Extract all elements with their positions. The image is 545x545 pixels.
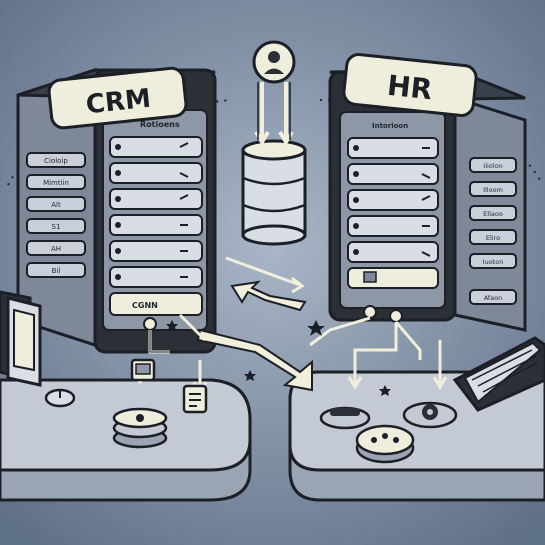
crm-server: CRM Rotioens CGNN [16,66,217,354]
hr-side-label: Eliro [486,234,500,242]
monitor-icon [0,290,42,387]
crm-drive-bays [109,136,203,316]
crm-side-label: Cioloip [44,157,68,165]
button-disc-icon [355,424,415,464]
keyboard-icon [452,336,545,412]
small-server-icon [130,358,156,382]
hr-side-label: Illoom [483,186,503,194]
crm-side-label: Alt [51,201,61,209]
settings-disc-icon [402,401,458,429]
crm-title-plate [47,66,188,130]
hr-side-label: Afaon [484,294,503,302]
hr-title: HR [386,69,434,107]
hr-drive-bays [347,137,439,289]
crm-side-label: Mimtiin [43,179,69,187]
mouse-icon [44,388,76,408]
hr-title-plate [342,53,478,117]
crm-side-label: AH [51,245,61,253]
crm-side-label: Bil [52,267,61,275]
crm-side-label: S1 [52,223,61,231]
document-icon [182,384,208,414]
data-disc-icon [319,406,371,430]
hr-panel-header: Intorioon [372,122,408,130]
hr-side-label: Iuoton [483,258,504,266]
database-stack [241,139,307,246]
hr-server: HR Intorioon Iiiolon [328,53,527,332]
disk-stack-icon [112,407,168,449]
crm-panel-header: Rotioens [140,120,180,129]
user-icon [252,40,296,84]
user-to-db-arrows-outline [257,82,291,140]
hr-port-left [363,305,377,319]
hr-side-label: Iiiolon [483,162,502,170]
hr-side-label: Ellaoo [483,210,503,218]
crm-title: CRM [85,84,153,121]
crm-side-labels: Cioloip Mimtiin Alt S1 AH Bil [26,152,86,278]
hr-port-right [389,309,403,323]
crm-slot-label: CGNN [132,301,158,310]
crm-port [143,317,157,331]
hr-side-labels: Iiiolon Illoom Ellaoo Eliro Iuoton Afaon [469,157,517,305]
sparkle-icons [166,320,391,396]
